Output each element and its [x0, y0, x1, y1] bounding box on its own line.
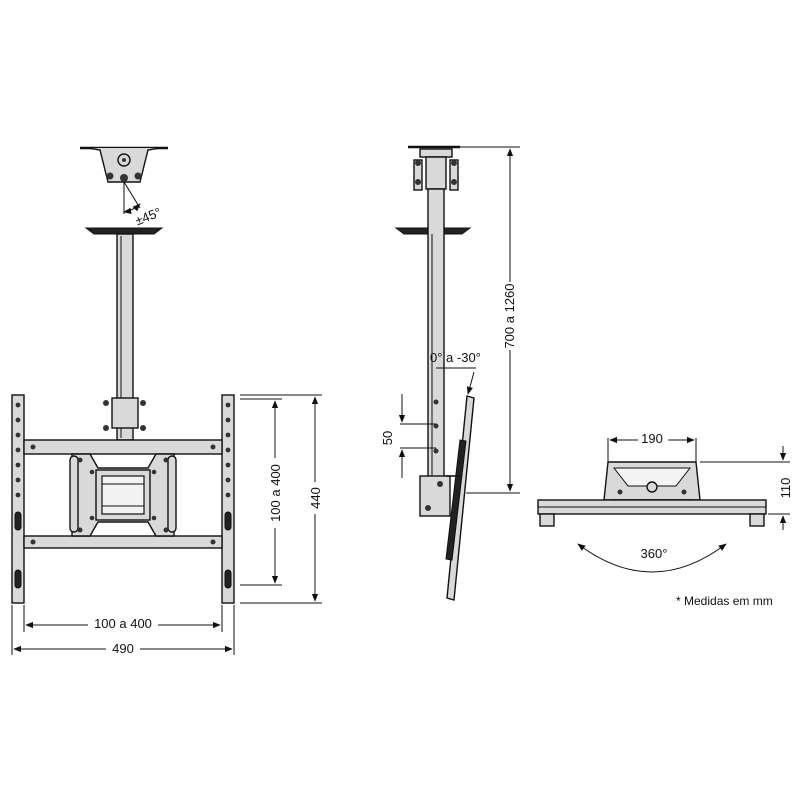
center-adapter-plate: [69, 453, 177, 537]
tilt-angle-label: ±45°: [133, 204, 163, 228]
width-vesa-dimension: 100 a 400: [94, 616, 152, 631]
units-footnote: * Medidas em mm: [676, 594, 773, 608]
side-bracket: [425, 156, 447, 190]
side-view: 0° a -30° 50 700 a 1260: [380, 145, 520, 601]
cover-disk: [84, 227, 164, 235]
step-dimension: 50: [380, 431, 395, 445]
top-height-dimension: 110: [778, 478, 793, 499]
top-view: 190 110 360°: [537, 430, 793, 573]
height-range-dimension: 700 a 1260: [502, 283, 517, 348]
rotation-arc: [577, 543, 727, 573]
right-rail: [221, 394, 235, 604]
pole-clamp: [111, 397, 139, 429]
top-width-dimension: 190: [641, 431, 663, 446]
ceiling-bracket: [80, 146, 168, 215]
width-total-dimension: 490: [112, 641, 134, 656]
tilt-range-label: 0° a -30°: [430, 350, 481, 365]
side-pole: [427, 188, 445, 480]
lower-crossbar: [23, 535, 223, 549]
upper-crossbar: [23, 439, 223, 455]
side-ceiling-plate: [419, 148, 453, 158]
height-total-dimension: 440: [308, 487, 323, 509]
front-view: ±45°: [11, 146, 324, 656]
height-vesa-dimension: 100 a 400: [268, 464, 283, 522]
left-rail: [11, 394, 25, 604]
rotation-label: 360°: [641, 546, 668, 561]
tilt-head: [419, 475, 451, 517]
tilted-rail: [446, 395, 475, 601]
